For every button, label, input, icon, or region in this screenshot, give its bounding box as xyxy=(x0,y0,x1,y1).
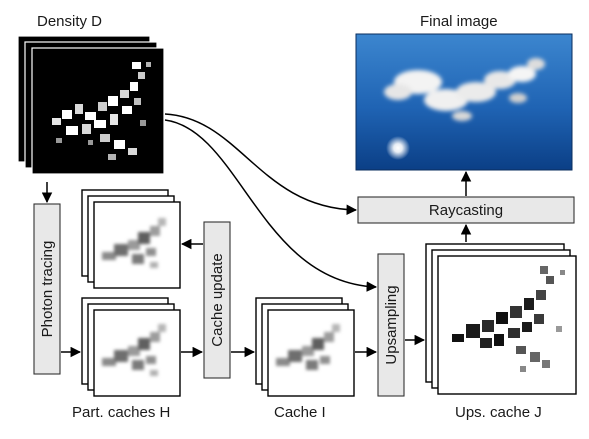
upsampling-label: Upsampling xyxy=(383,285,400,364)
partial-cache-stack-bottom xyxy=(81,297,181,397)
photon-tracing-label: Photon tracing xyxy=(39,241,56,338)
partial-cache-pattern-bottom xyxy=(102,324,166,376)
cache-pattern xyxy=(276,324,340,370)
cache-update-step: Cache update xyxy=(203,221,231,379)
upsampled-cache-stack xyxy=(425,243,577,395)
cache-label: Cache I xyxy=(274,404,326,421)
partial-cache-stack-top xyxy=(81,189,181,289)
partial-caches-label: Part. caches H xyxy=(72,404,170,421)
raycasting-step: Raycasting xyxy=(357,196,575,224)
cache-update-label: Cache update xyxy=(209,253,226,346)
upsampled-cache-pattern xyxy=(452,266,565,372)
final-image-label: Final image xyxy=(420,13,498,30)
raycasting-label: Raycasting xyxy=(429,202,503,219)
upsampled-cache-label: Ups. cache J xyxy=(455,404,542,421)
sun-icon xyxy=(386,136,410,160)
partial-cache-pattern-top xyxy=(102,218,166,268)
final-image xyxy=(355,33,573,171)
flow-arrows xyxy=(41,113,472,358)
density-volume-stack xyxy=(17,35,165,175)
photon-tracing-step: Photon tracing xyxy=(33,203,61,375)
density-label: Density D xyxy=(37,13,102,30)
cache-stack xyxy=(255,297,355,397)
arrow-density-to-upsampling xyxy=(164,119,378,292)
density-cloud-pattern xyxy=(52,62,151,160)
upsampling-step: Upsampling xyxy=(377,253,405,397)
rendered-cloud xyxy=(384,58,545,121)
arrow-density-to-raycasting xyxy=(164,113,358,216)
